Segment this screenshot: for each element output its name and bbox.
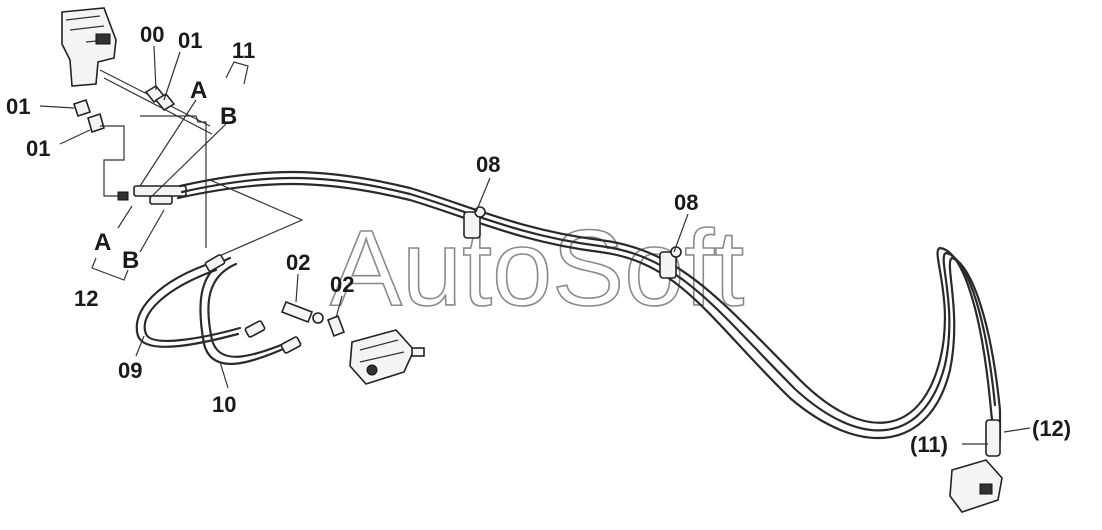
- fitting-01-upper: [154, 92, 176, 112]
- bracket-12: [91, 257, 129, 281]
- pipe-b: [140, 115, 207, 248]
- hose-10: [199, 256, 296, 366]
- terminal-unit: [949, 419, 1003, 513]
- label-port-b-bottom: B: [122, 247, 139, 274]
- label-01-left: 01: [6, 94, 30, 119]
- leader-01-left: [39, 105, 75, 109]
- leader-09: [135, 335, 145, 357]
- label-port-a-bottom: A: [94, 229, 111, 256]
- fitting-01-left: [72, 98, 92, 118]
- valve-block: [349, 329, 425, 385]
- label-10: 10: [212, 392, 236, 417]
- label-01-lower: 01: [26, 136, 50, 161]
- leader-b-top: [149, 123, 227, 199]
- fitting-02-left: [280, 300, 324, 324]
- label-09: 09: [118, 358, 142, 383]
- leader-08-left: [475, 177, 491, 213]
- leader-12-ref: [1003, 427, 1031, 433]
- hose-end-09: [204, 254, 226, 272]
- label-port-b-top: B: [220, 103, 237, 130]
- leader-01-top: [163, 51, 181, 101]
- label-00: 00: [140, 22, 164, 47]
- leader-01-lower: [59, 129, 91, 145]
- bracket-11: [225, 61, 249, 85]
- leader-a-top: [139, 99, 197, 187]
- label-port-a-top: A: [190, 77, 207, 104]
- leader-a-bottom: [117, 205, 133, 229]
- watermark-text: AutoSoft: [330, 207, 744, 328]
- label-11: 11: [232, 38, 255, 63]
- leader-b-bottom: [139, 209, 165, 253]
- hose-end-10: [244, 320, 266, 338]
- label-01-top: 01: [178, 28, 202, 53]
- fitting-02-right: [326, 314, 346, 338]
- leader-00: [153, 45, 157, 91]
- leader-02-right: [335, 295, 343, 319]
- label-02-left: 02: [286, 250, 310, 275]
- hose-end-10b: [280, 336, 302, 354]
- leader-02-left: [295, 273, 299, 303]
- control-valve-assembly: [61, 7, 213, 135]
- label-08-right: 08: [674, 190, 698, 215]
- label-02-right: 02: [330, 272, 354, 297]
- label-12: 12: [74, 286, 98, 311]
- leader-08-right: [673, 213, 689, 253]
- label-11-ref: (11): [910, 432, 948, 457]
- label-12-ref: (12): [1032, 416, 1071, 441]
- main-hose-pair: [176, 170, 1002, 442]
- label-08-left: 08: [476, 152, 500, 177]
- fitting-01-lower: [87, 112, 105, 134]
- connector-a-b: [117, 185, 187, 205]
- leader-10: [219, 361, 229, 389]
- hose-09: [135, 260, 242, 348]
- leader-bracket: [209, 179, 304, 261]
- pipe-a: [100, 125, 125, 197]
